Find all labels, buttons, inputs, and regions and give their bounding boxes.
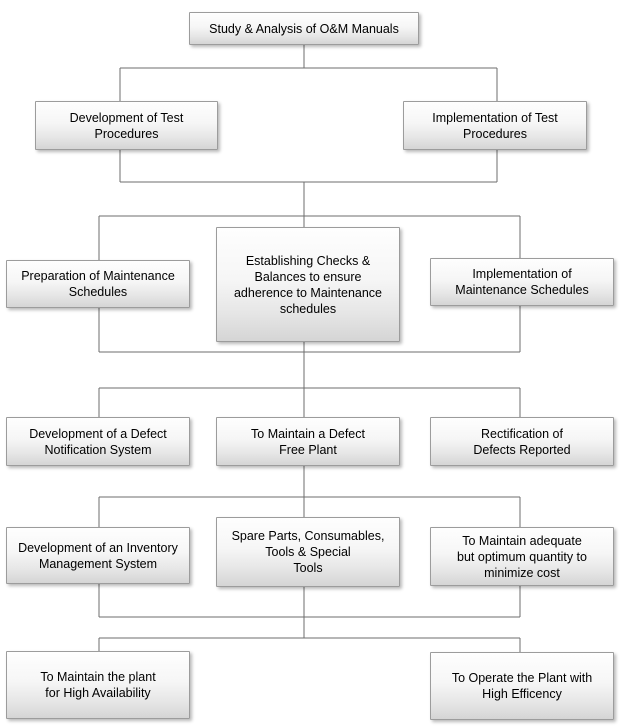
node-defect-notification-system: Development of a Defect Notification Sys… xyxy=(6,417,190,466)
node-label: Development of a Defect Notification Sys… xyxy=(29,426,167,457)
node-label: Spare Parts, Consumables, Tools & Specia… xyxy=(231,529,385,575)
node-label: Development of an Inventory Management S… xyxy=(18,540,178,571)
node-rectification-defects: Rectification of Defects Reported xyxy=(430,417,614,466)
node-study-analysis: Study & Analysis of O&M Manuals xyxy=(189,12,419,45)
node-label: Implementation of Test Procedures xyxy=(432,110,558,141)
node-label: Study & Analysis of O&M Manuals xyxy=(209,21,399,36)
node-spare-parts-tools: Spare Parts, Consumables, Tools & Specia… xyxy=(216,517,400,587)
node-preparation-maintenance-schedules: Preparation of Maintenance Schedules xyxy=(6,260,190,308)
node-label: Implementation of Maintenance Schedules xyxy=(455,267,589,297)
node-label: To Maintain adequate but optimum quantit… xyxy=(457,533,587,580)
node-label: Development of Test Procedures xyxy=(69,110,184,141)
node-label: Preparation of Maintenance Schedules xyxy=(21,269,175,299)
node-high-efficiency: To Operate the Plant with High Efficency xyxy=(430,652,614,720)
connector-stage-1 xyxy=(119,45,498,101)
connector-stage-5 xyxy=(98,584,521,652)
node-label: To Maintain the plant for High Availabil… xyxy=(40,670,156,700)
node-label: Establishing Checks & Balances to ensure… xyxy=(233,253,383,316)
node-inventory-management-system: Development of an Inventory Management S… xyxy=(6,527,190,584)
node-label: To Maintain a Defect Free Plant xyxy=(251,426,365,457)
node-development-test-procedures: Development of Test Procedures xyxy=(35,101,218,150)
node-high-availability: To Maintain the plant for High Availabil… xyxy=(6,651,190,719)
node-optimum-quantity: To Maintain adequate but optimum quantit… xyxy=(430,527,614,586)
node-label: Rectification of Defects Reported xyxy=(473,426,571,457)
node-implementation-test-procedures: Implementation of Test Procedures xyxy=(403,101,587,150)
node-defect-free-plant: To Maintain a Defect Free Plant xyxy=(216,417,400,466)
node-establishing-checks-balances: Establishing Checks & Balances to ensure… xyxy=(216,227,400,342)
node-label: To Operate the Plant with High Efficency xyxy=(451,671,593,701)
node-implementation-maintenance-schedules: Implementation of Maintenance Schedules xyxy=(430,258,614,306)
